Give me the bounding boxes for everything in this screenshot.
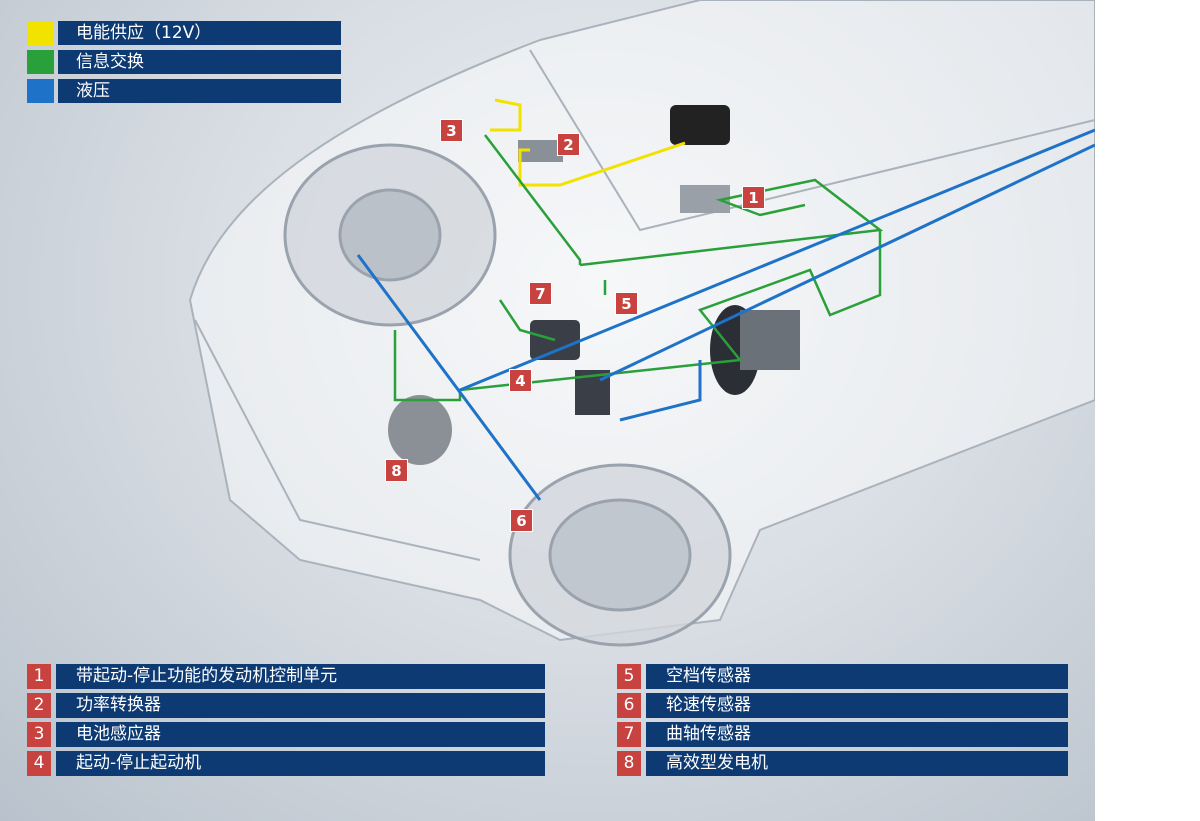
part-label: 功率转换器 — [56, 693, 545, 718]
legend-label: 液压 — [58, 79, 341, 103]
marker-2: 2 — [557, 133, 580, 156]
marker-7: 7 — [529, 282, 552, 305]
marker-8: 8 — [385, 459, 408, 482]
part-label: 轮速传感器 — [646, 693, 1068, 718]
part-number: 5 — [617, 664, 641, 689]
part-number: 3 — [27, 722, 51, 747]
marker-5: 5 — [615, 292, 638, 315]
data-lines — [393, 134, 884, 402]
part-number: 2 — [27, 693, 51, 718]
power-lines — [490, 98, 686, 187]
part-label: 电池感应器 — [56, 722, 545, 747]
legend-label: 电能供应（12V） — [58, 21, 341, 45]
part-number: 7 — [617, 722, 641, 747]
components — [388, 105, 800, 465]
part-label: 带起动-停止功能的发动机控制单元 — [56, 664, 545, 689]
marker-4: 4 — [509, 369, 532, 392]
legend-data: 信息交换 — [27, 50, 341, 74]
part-number: 8 — [617, 751, 641, 776]
front-wheel — [283, 143, 732, 647]
part-number: 1 — [27, 664, 51, 689]
legend-power: 电能供应（12V） — [27, 21, 341, 45]
legend-hydraulic: 液压 — [27, 79, 341, 103]
part-label: 空档传感器 — [646, 664, 1068, 689]
hydraulic-swatch — [27, 79, 54, 103]
marker-3: 3 — [440, 119, 463, 142]
part-label: 曲轴传感器 — [646, 722, 1068, 747]
part-number: 4 — [27, 751, 51, 776]
data-swatch — [27, 50, 54, 74]
power-swatch — [27, 21, 54, 45]
car-illustration — [188, 0, 1095, 647]
hydraulic-lines — [356, 128, 1095, 501]
part-label: 高效型发电机 — [646, 751, 1068, 776]
part-label: 起动-停止起动机 — [56, 751, 545, 776]
marker-6: 6 — [510, 509, 533, 532]
legend-label: 信息交换 — [58, 50, 341, 74]
part-number: 6 — [617, 693, 641, 718]
marker-1: 1 — [742, 186, 765, 209]
